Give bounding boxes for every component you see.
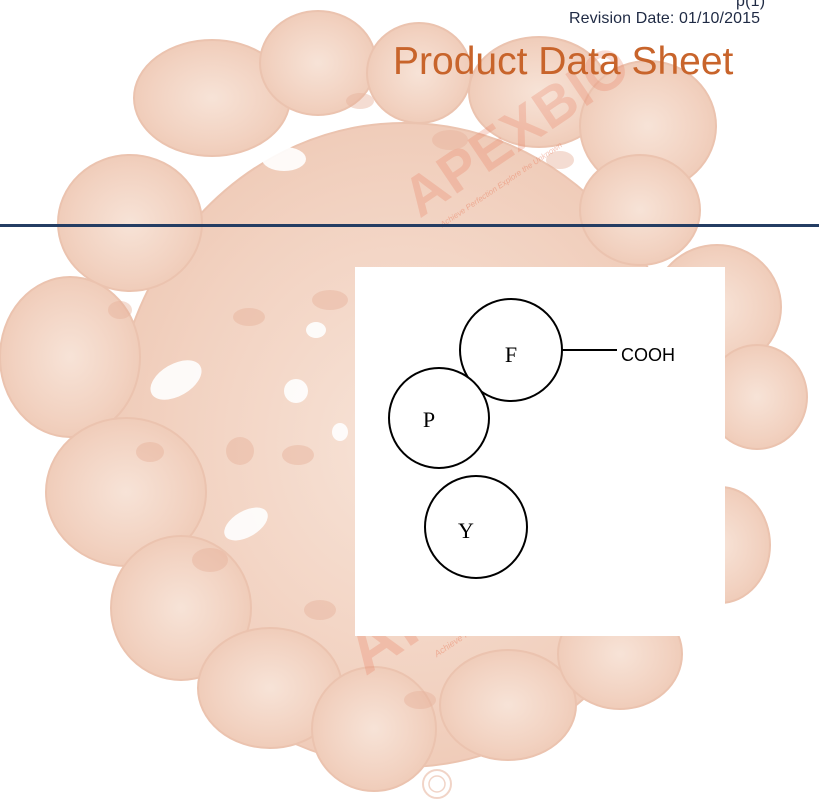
watermark-seal-icon	[422, 769, 452, 799]
residue-label-p: P	[423, 407, 435, 432]
c-terminus-label: COOH	[621, 345, 675, 365]
residue-label-f: F	[505, 342, 517, 367]
residue-circle-y	[424, 475, 528, 579]
header-divider	[0, 224, 819, 227]
residue-label-y: Y	[458, 518, 474, 543]
page-number: p(1)	[736, 0, 766, 10]
page-title: Product Data Sheet	[393, 40, 734, 83]
peptide-structure-diagram: F P Y COOH	[355, 267, 725, 636]
residue-circle-p	[388, 367, 490, 469]
peptide-structure-svg: F P Y COOH	[388, 298, 675, 579]
revision-date: Revision Date: 01/10/2015	[569, 10, 761, 27]
